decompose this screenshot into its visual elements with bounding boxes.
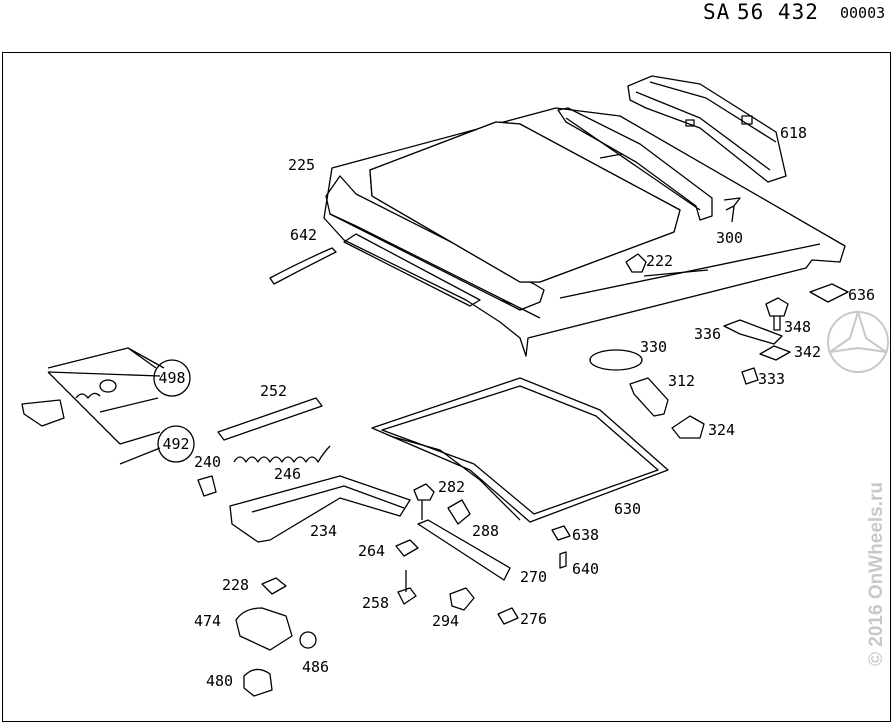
bracket-336 bbox=[723, 319, 783, 345]
part-label-312: 312 bbox=[668, 372, 695, 390]
diagram-frame bbox=[2, 52, 891, 722]
nut-294 bbox=[449, 587, 475, 611]
sheet-code-prefix: SA bbox=[703, 0, 731, 24]
part-label-246: 246 bbox=[274, 465, 301, 483]
part-label-288: 288 bbox=[472, 522, 499, 540]
clip-300 bbox=[723, 197, 741, 223]
rail-270 bbox=[417, 519, 511, 581]
screw-486 bbox=[299, 631, 317, 649]
part-label-270: 270 bbox=[520, 568, 547, 586]
clip-240 bbox=[197, 475, 217, 497]
roof-panel-shade bbox=[369, 121, 681, 283]
part-label-336: 336 bbox=[694, 325, 721, 343]
tube-252 bbox=[217, 397, 323, 441]
part-label-618: 618 bbox=[780, 124, 807, 142]
part-label-240: 240 bbox=[194, 453, 221, 471]
part-label-480: 480 bbox=[206, 672, 233, 690]
spring-small bbox=[75, 392, 101, 399]
sheet-number: 00003 bbox=[840, 4, 886, 22]
disc-330 bbox=[589, 349, 643, 371]
part-label-474: 474 bbox=[194, 612, 221, 630]
mercedes-star-icon bbox=[827, 311, 889, 373]
part-label-222: 222 bbox=[646, 252, 673, 270]
part-label-630: 630 bbox=[614, 500, 641, 518]
sunroof-panel bbox=[371, 377, 669, 523]
part-label-300: 300 bbox=[716, 229, 743, 247]
watermark: © 2016 OnWheels.ru bbox=[866, 482, 887, 666]
part-label-225: 225 bbox=[288, 156, 315, 174]
part-264 bbox=[395, 539, 419, 557]
part-labels: 225 642 618 300 222 636 336 348 342 330 333 312 324 2… bbox=[158, 124, 875, 690]
part-label-294: 294 bbox=[432, 612, 459, 630]
knob-480 bbox=[243, 668, 273, 697]
wind-deflector bbox=[627, 75, 787, 183]
drain-hose bbox=[269, 247, 337, 285]
part-label-348: 348 bbox=[784, 318, 811, 336]
cap-small bbox=[99, 379, 117, 393]
screw-348 bbox=[765, 297, 789, 331]
plug-222 bbox=[625, 253, 647, 273]
cover-474 bbox=[235, 607, 293, 651]
pad-636 bbox=[809, 283, 849, 303]
part-label-252: 252 bbox=[260, 382, 287, 400]
part-label-264: 264 bbox=[358, 542, 385, 560]
callout-label-492: 492 bbox=[162, 435, 189, 453]
sleeve-333 bbox=[741, 367, 759, 385]
callout-group bbox=[21, 347, 195, 465]
screw-258 bbox=[397, 570, 417, 605]
part-label-342: 342 bbox=[794, 343, 821, 361]
part-label-228: 228 bbox=[222, 576, 249, 594]
part-label-640: 640 bbox=[572, 560, 599, 578]
clip-342 bbox=[759, 345, 791, 361]
part-label-636: 636 bbox=[848, 286, 875, 304]
sheet-code-number: 56 432 bbox=[737, 0, 819, 24]
part-288 bbox=[447, 499, 471, 525]
clip-276 bbox=[497, 607, 519, 625]
mechanism-234 bbox=[229, 475, 411, 543]
part-label-642: 642 bbox=[290, 226, 317, 244]
balloon-498 bbox=[153, 359, 191, 397]
pin-640 bbox=[559, 551, 567, 569]
part-label-333: 333 bbox=[758, 370, 785, 388]
part-label-276: 276 bbox=[520, 610, 547, 628]
part-label-282: 282 bbox=[438, 478, 465, 496]
balloon-492 bbox=[157, 425, 195, 463]
part-label-486: 486 bbox=[302, 658, 329, 676]
part-label-258: 258 bbox=[362, 594, 389, 612]
bolt-282 bbox=[413, 483, 435, 520]
clip-228 bbox=[261, 577, 287, 595]
watermark-text: © 2016 OnWheels.ru bbox=[866, 482, 887, 666]
spring-246 bbox=[233, 445, 331, 463]
cap-638 bbox=[551, 525, 571, 541]
rail-strip bbox=[343, 233, 481, 307]
part-label-324: 324 bbox=[708, 421, 735, 439]
lever-part bbox=[21, 399, 65, 427]
part-label-638: 638 bbox=[572, 526, 599, 544]
part-label-330: 330 bbox=[640, 338, 667, 356]
guide-312 bbox=[629, 377, 669, 417]
block-324 bbox=[671, 415, 705, 439]
callout-label-498: 498 bbox=[158, 369, 185, 387]
part-label-234: 234 bbox=[310, 522, 337, 540]
